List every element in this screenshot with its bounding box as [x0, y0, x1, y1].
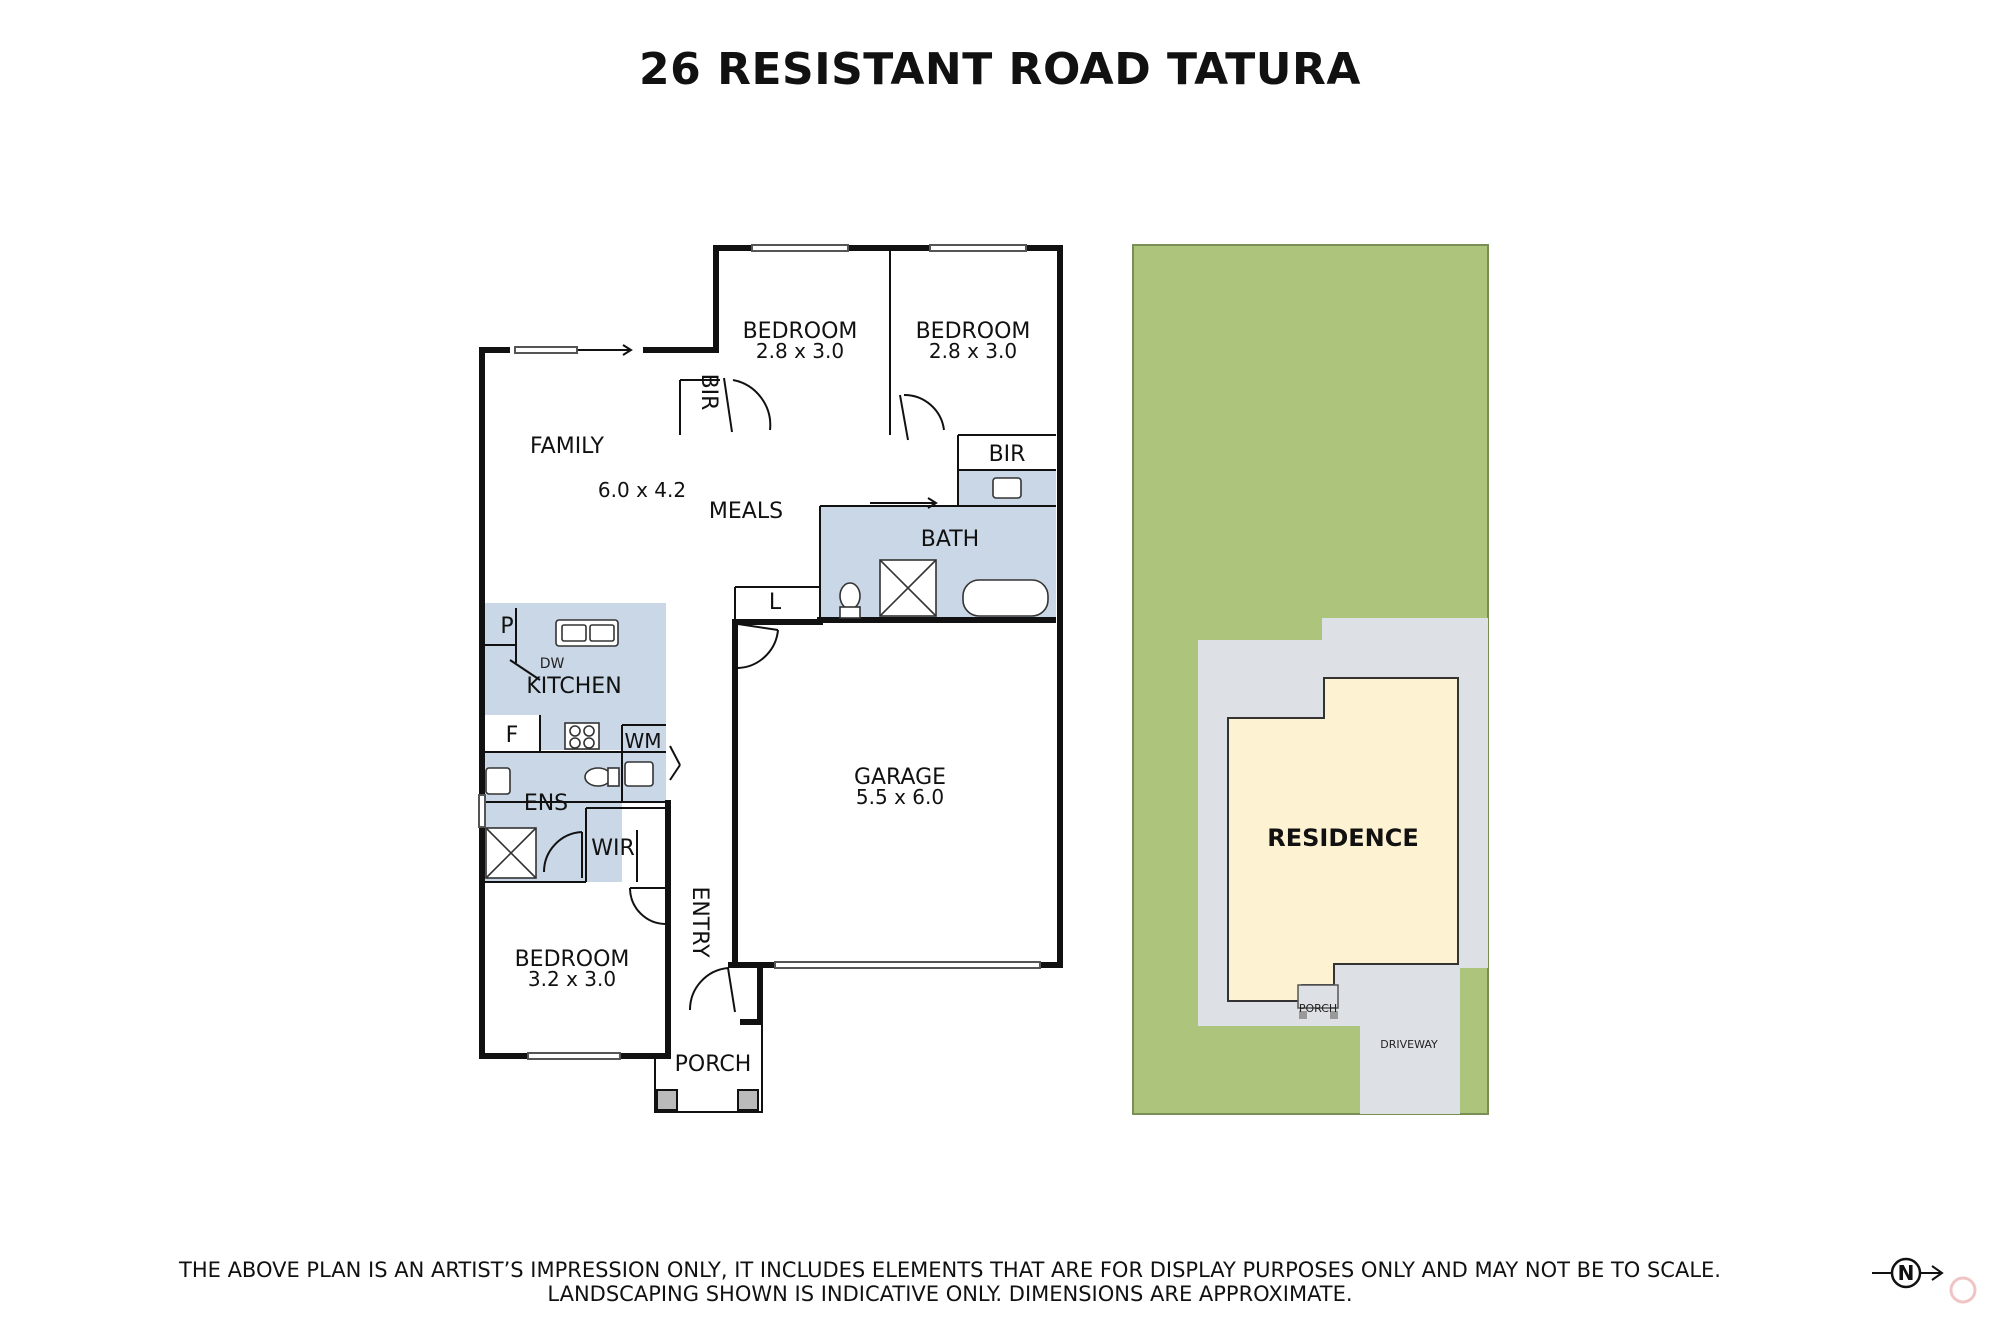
- washing-machine-label: WM: [624, 729, 661, 753]
- window-ensuite: [478, 794, 486, 828]
- fridge-label: F: [506, 723, 519, 748]
- site-porch: [1297, 984, 1339, 1009]
- bath-label: BATH: [921, 527, 979, 552]
- bedroom-3-dims: 2.8 x 3.0: [929, 339, 1017, 363]
- driveway: [1360, 968, 1460, 1114]
- ensuite-basin-icon: [485, 767, 511, 795]
- laundry-label: L: [769, 590, 782, 615]
- bath-toilet-icon: [839, 582, 861, 610]
- family-dims: 6.0 x 4.2: [598, 478, 686, 502]
- residence-label: RESIDENCE: [1267, 824, 1419, 852]
- bathtub-icon: [962, 579, 1049, 617]
- bir-2-label: BIR: [989, 442, 1026, 467]
- bedroom-2-name: BEDROOM: [743, 319, 858, 344]
- bath-basin-icon: [992, 477, 1022, 499]
- window-bedroom-1: [527, 1052, 621, 1060]
- dishwasher-label: DW: [540, 656, 565, 672]
- bedroom-1-name: BEDROOM: [515, 947, 630, 972]
- driveway-label: DRIVEWAY: [1380, 1038, 1438, 1051]
- north-label: N: [1898, 1261, 1915, 1285]
- porch-label: PORCH: [675, 1052, 752, 1077]
- ensuite-label: ENS: [524, 791, 568, 816]
- kitchen-label: KITCHEN: [526, 674, 621, 699]
- room-labels: BEDROOM 2.8 x 3.0 BEDROOM 2.8 x 3.0 BIR …: [500, 319, 1030, 1077]
- window-bedroom-3: [929, 244, 1027, 252]
- wir-label: WIR: [591, 836, 635, 861]
- sliding-arrows: [578, 344, 938, 509]
- plan-title: 26 RESISTANT ROAD TATURA: [639, 44, 1361, 95]
- site-porch-label: PORCH: [1299, 1002, 1337, 1015]
- disclaimer-line-1: THE ABOVE PLAN IS AN ARTIST’S IMPRESSION…: [179, 1258, 1721, 1282]
- watermark-icon: [1949, 1276, 1977, 1304]
- disclaimer: THE ABOVE PLAN IS AN ARTIST’S IMPRESSION…: [150, 1258, 1750, 1306]
- garage-name: GARAGE: [854, 765, 946, 790]
- ensuite-toilet-icon: [584, 767, 612, 787]
- fixtures: [485, 477, 1049, 879]
- bedroom-2-dims: 2.8 x 3.0: [756, 339, 844, 363]
- garage-door: [774, 961, 1041, 969]
- meals-label: MEALS: [709, 499, 783, 524]
- garage-dims: 5.5 x 6.0: [856, 785, 944, 809]
- porch: [654, 1022, 763, 1113]
- bedroom-3-name: BEDROOM: [916, 319, 1031, 344]
- family-name: FAMILY: [530, 434, 604, 459]
- bir-1-label: BIR: [696, 374, 721, 411]
- laundry-trough-icon: [624, 761, 654, 787]
- window-family: [514, 346, 578, 354]
- site-plan: RESIDENCE PORCH DRIVEWAY: [1132, 244, 1489, 1115]
- entry-label: ENTRY: [687, 886, 712, 958]
- partitions: [482, 250, 1056, 883]
- bedroom-1-dims: 3.2 x 3.0: [528, 967, 616, 991]
- door-swings: [509, 377, 945, 1013]
- windows: [478, 244, 1041, 1060]
- window-bedroom-2: [751, 244, 849, 252]
- pantry-label: P: [500, 614, 513, 639]
- disclaimer-line-2: LANDSCAPING SHOWN IS INDICATIVE ONLY. DI…: [547, 1282, 1353, 1306]
- north-arrow-icon: N: [1872, 1257, 1977, 1304]
